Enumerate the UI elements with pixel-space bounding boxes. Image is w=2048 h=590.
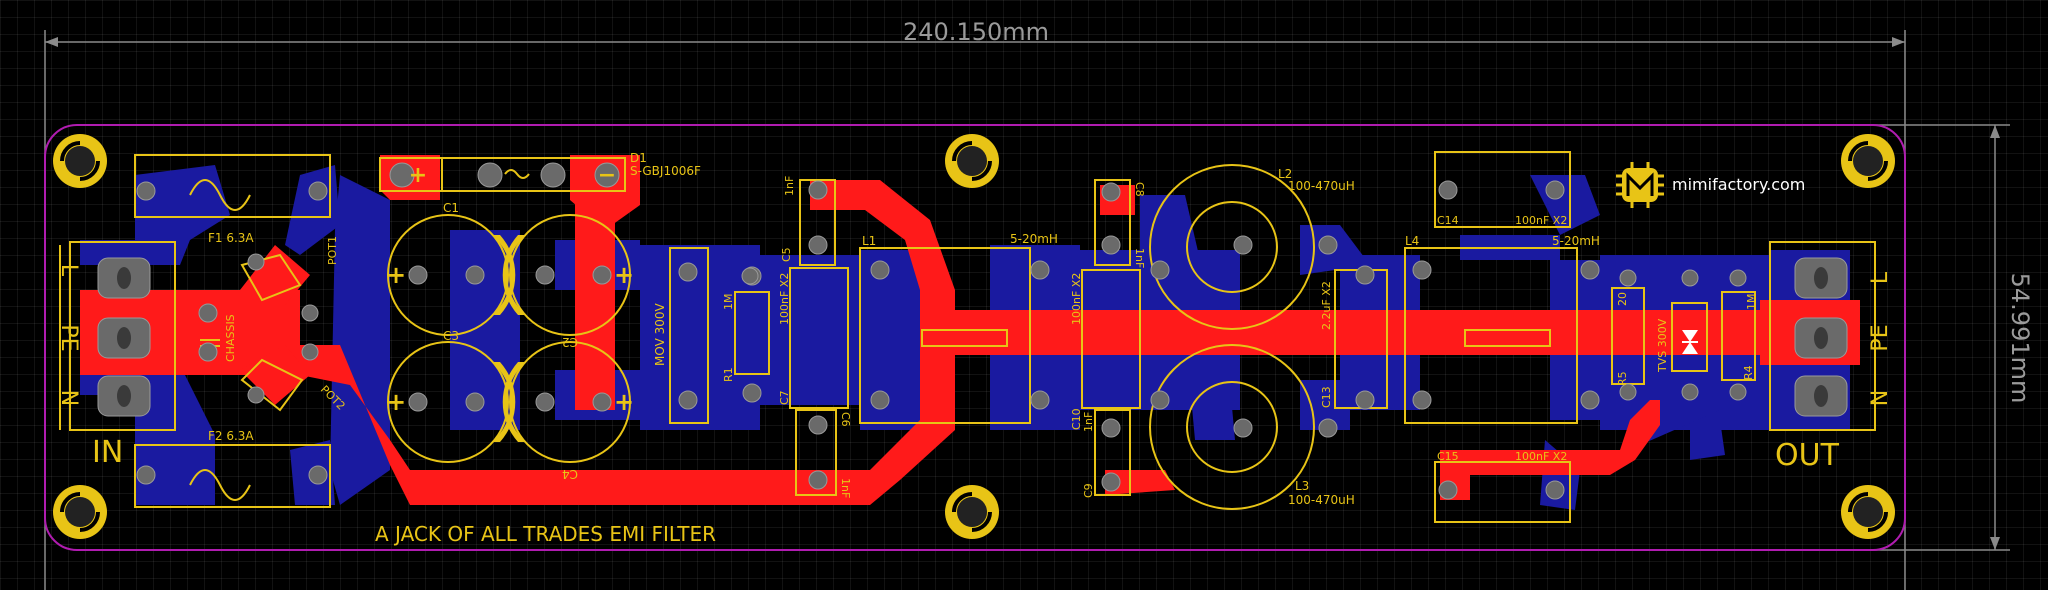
tvs-diode-icon [1682,330,1698,354]
label-mov: MOV 300V [653,302,667,366]
label-chassis: CHASSIS [224,314,237,362]
svg-text:+: + [386,388,406,416]
brand-logo [1616,162,1664,208]
brand-name: mimifactory.com [1672,175,1805,194]
label-c7: C7 [778,390,791,405]
label-c7-value: 100nF X2 [778,273,791,325]
label-in: IN [92,435,123,470]
svg-text:+: + [614,388,634,416]
svg-text:+: + [386,261,406,289]
label-l4: L4 [1405,234,1419,248]
label-out-l: L [1868,271,1893,284]
label-in-pe: PE [56,324,81,351]
label-out-pe: PE [1868,324,1893,351]
label-r4-value: 1M [1745,294,1758,311]
mounting-hole [945,134,999,188]
mounting-hole [53,134,107,188]
label-r1: R1 [722,367,735,382]
label-l1: L1 [862,234,876,248]
d1-minus-marker: − [598,163,616,188]
label-tvs: TVS 300V [1656,318,1669,373]
label-c5: C5 [780,247,793,262]
label-l1-value: 5-20mH [1010,232,1058,246]
label-out: OUT [1775,438,1840,473]
label-d1: D1 [630,151,647,165]
mounting-hole [1841,485,1895,539]
width-dimension-label: 240.150mm [903,18,1049,46]
label-c13-value: 2.2uF X2 [1320,281,1333,330]
silkscreen-text: F1 6.3A F2 6.3A POT1 POT2 CHASSIS D1 S-G… [56,151,1893,546]
label-d1-part: S-GBJ1006F [630,164,701,178]
label-c9: C9 [1082,483,1095,498]
label-in-l: L [56,264,81,277]
label-c8: C8 [1133,182,1146,197]
dimension-height: 54.991mm [1860,124,2034,551]
label-c8-value: 1nF [1133,248,1146,268]
label-c6: C6 [839,412,852,427]
dimension-width: 240.150mm [44,18,1906,590]
label-c15: C15 [1437,450,1459,463]
label-r5: R5 [1616,371,1629,386]
label-c6-value: 1nF [839,478,852,498]
mounting-hole [1841,134,1895,188]
label-c3: C3 [443,329,459,343]
label-c5-value: 1nF [783,176,796,196]
label-c14: C14 [1437,214,1459,227]
svg-text:+: + [614,261,634,289]
label-pot1: POT1 [326,236,339,265]
label-r1-value: 1M [722,294,735,311]
label-l2: L2 [1278,167,1292,181]
board-outline [44,124,1906,551]
pads-layer: + − + + + + [53,134,1895,539]
label-c13: C13 [1320,386,1333,408]
label-out-n: N [1868,390,1893,406]
label-r5-value: 20 [1616,292,1629,306]
label-r4: R4 [1742,365,1755,380]
label-l2-value: 100-470uH [1288,179,1355,193]
label-f1: F1 6.3A [208,231,254,245]
label-c10-value: 100nF X2 [1070,273,1083,325]
label-c10: C10 [1070,408,1083,430]
label-c14-value: 100nF X2 [1515,214,1567,227]
label-f2: F2 6.3A [208,429,254,443]
label-l3-value: 100-470uH [1288,493,1355,507]
mounting-hole [945,485,999,539]
height-dimension-label: 54.991mm [2006,273,2034,404]
label-c4: C4 [562,467,578,481]
label-c9-value: 1nF [1082,412,1095,432]
label-in-n: N [56,390,81,406]
silkscreen-layer [59,151,1876,523]
label-l3: L3 [1295,479,1309,493]
label-c2: C2 [562,335,578,349]
label-l4-value: 5-20mH [1552,234,1600,248]
mounting-hole [53,485,107,539]
label-c1: C1 [443,201,459,215]
label-c15-value: 100nF X2 [1515,450,1567,463]
board-title: A JACK OF ALL TRADES EMI FILTER [375,522,716,546]
d1-plus-marker: + [409,163,427,188]
